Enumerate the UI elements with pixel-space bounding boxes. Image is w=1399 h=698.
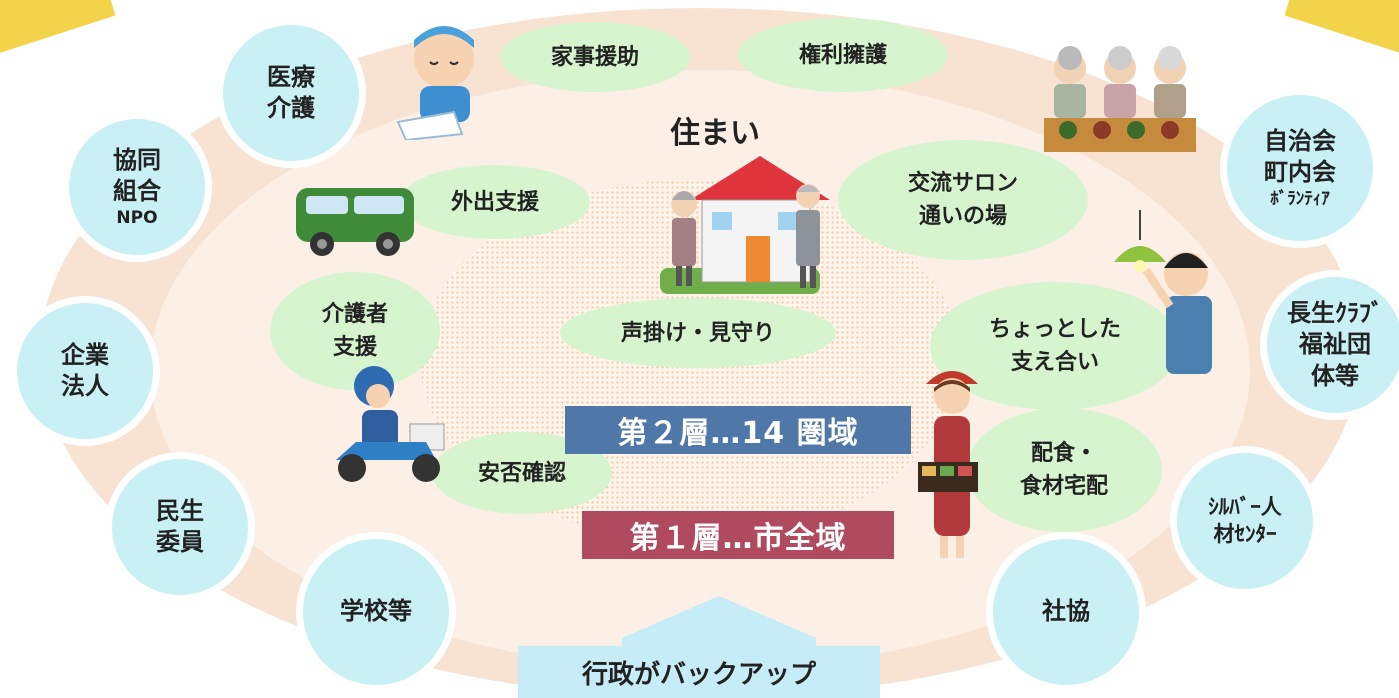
oval-outing-support: 外出支援: [400, 165, 590, 239]
circle-social-welfare-council: 社協: [986, 532, 1146, 692]
oval-greeting-watching: 声掛け・見守り: [560, 298, 836, 368]
government-backup-arrow: 行政がバックアップ: [518, 596, 880, 698]
circle-senior-club: 長生ｸﾗﾌﾞ福祉団体等: [1260, 270, 1399, 420]
lamp-helper-icon: [1114, 210, 1212, 374]
circle-school: 学校等: [296, 532, 456, 692]
oval-exchange-salon: 交流サロン通いの場: [838, 140, 1088, 260]
oval-meal-delivery: 配食・食材宅配: [966, 408, 1162, 532]
oval-caregiver-support: 介護者支援: [270, 272, 440, 390]
oval-rights-advocacy: 権利擁護: [738, 18, 948, 92]
arrow-head-icon: [622, 596, 816, 638]
layer1-banner: 第１層…市全域: [582, 511, 894, 559]
circle-neighborhood-council: 自治会町内会ﾎﾞﾗﾝﾃｨｱ: [1220, 88, 1380, 248]
van-icon: [296, 188, 414, 256]
corner-ribbon-right-icon: [1284, 0, 1399, 62]
cleaning-person-icon: [396, 26, 474, 140]
layer2-banner: 第２層…14 圏域: [565, 406, 911, 454]
circle-corporate: 企業法人: [10, 296, 160, 446]
home-title: 住まい: [670, 116, 760, 151]
corner-ribbon-left-icon: [0, 0, 116, 62]
scooter-delivery-icon: [336, 366, 445, 482]
oval-mutual-support: ちょっとした支え合い: [930, 282, 1180, 410]
circle-welfare-commissioner: 民生委員: [105, 452, 255, 602]
meal-delivery-woman-icon: [918, 371, 978, 558]
elderly-group-meal-icon: [1044, 46, 1196, 152]
backup-label: 行政がバックアップ: [518, 646, 880, 698]
house-with-elderly-icon: [660, 156, 830, 294]
oval-housework: 家事援助: [500, 22, 690, 92]
circle-silver-center: ｼﾙﾊﾞｰ人材ｾﾝﾀｰ: [1170, 446, 1320, 596]
circle-medical-care: 医療介護: [216, 18, 366, 168]
